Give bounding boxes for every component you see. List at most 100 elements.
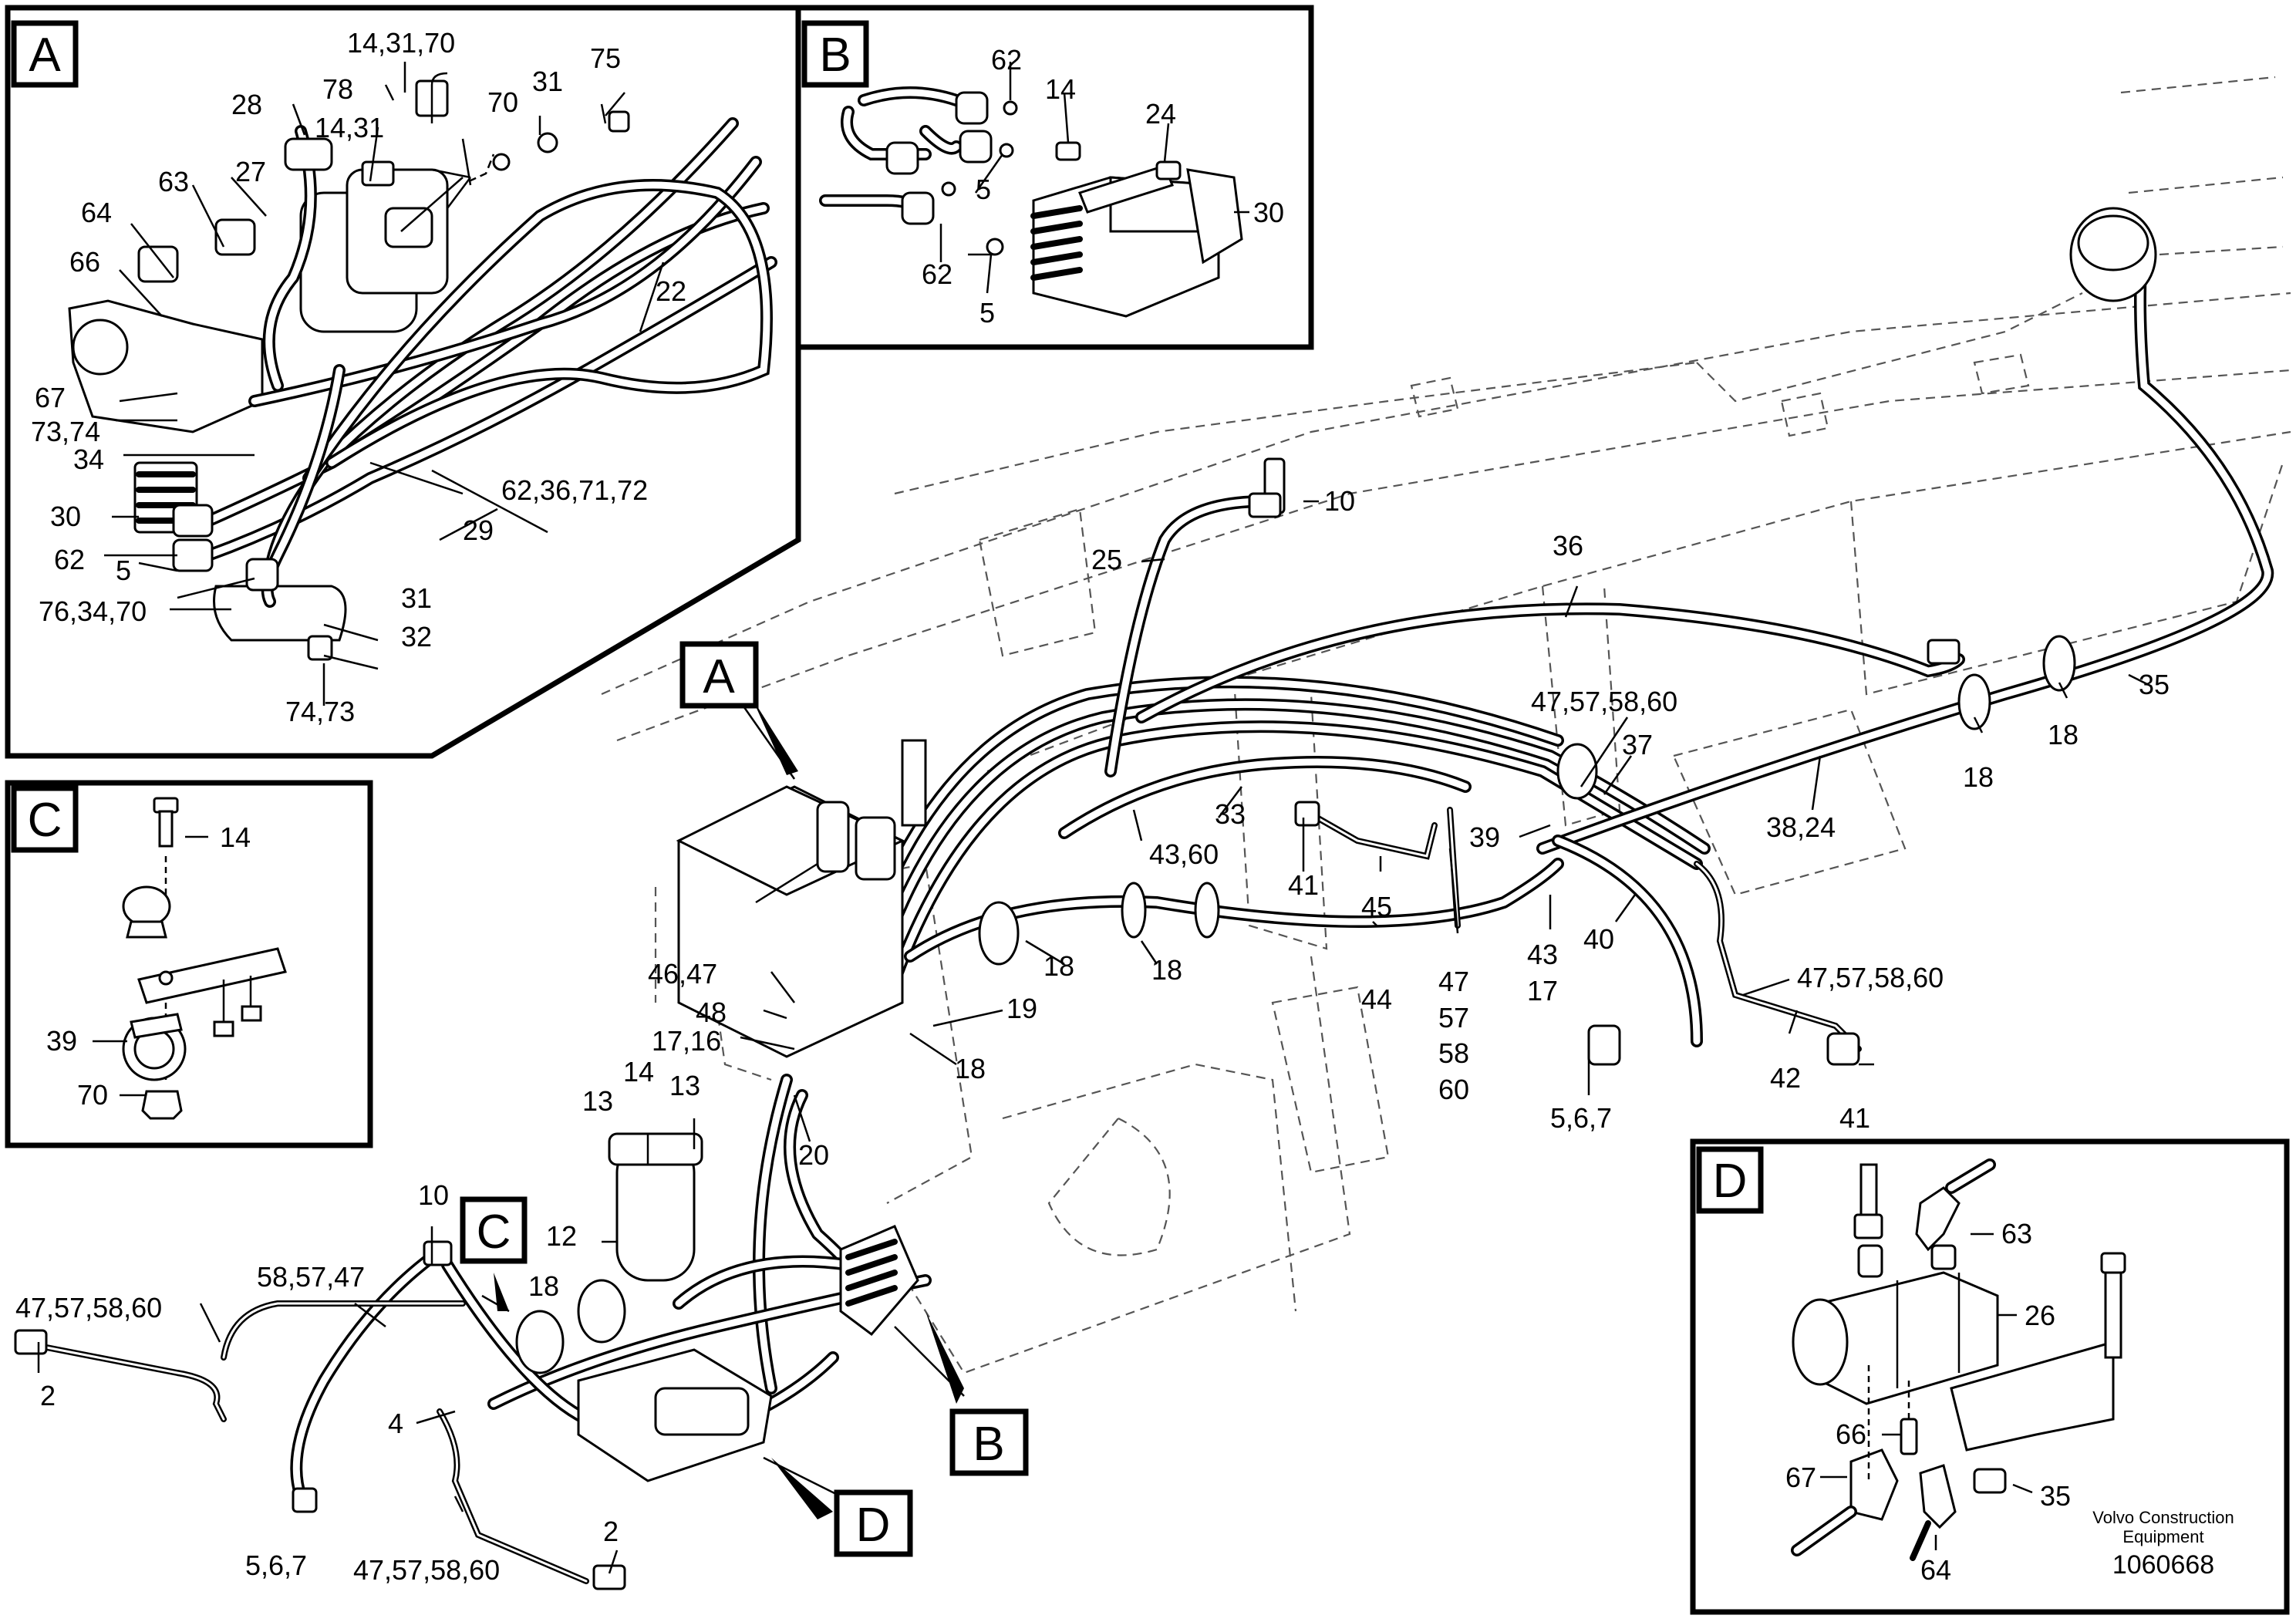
c-label-14: 14 <box>220 821 251 853</box>
label-5-6-7b: 5,6,7 <box>245 1549 307 1581</box>
detail-a-labels: 14,31,70 78 14,31 28 27 63 64 66 67 73,7… <box>31 27 686 727</box>
detail-d-title: D <box>1713 1155 1748 1208</box>
b-label-5b: 5 <box>979 297 995 329</box>
b-label-5a: 5 <box>976 174 991 205</box>
label-17a: 17 <box>1527 975 1558 1007</box>
a-label-64: 64 <box>81 197 112 228</box>
a-label-29: 29 <box>463 514 494 546</box>
label-36: 36 <box>1553 530 1583 561</box>
label-37: 37 <box>1622 729 1653 760</box>
detail-a-title: A <box>29 29 61 82</box>
a-label-67: 67 <box>35 382 66 413</box>
label-19: 19 <box>1006 993 1037 1024</box>
a-label-32: 32 <box>401 621 432 653</box>
c-label-39: 39 <box>46 1025 77 1057</box>
label-12: 12 <box>546 1220 577 1252</box>
b-label-62a: 62 <box>991 44 1022 76</box>
label-57a: 57 <box>1438 1002 1469 1034</box>
callout-d-label: D <box>856 1499 891 1552</box>
a-label-30: 30 <box>50 501 81 532</box>
label-13b: 13 <box>669 1070 700 1101</box>
a-label-14-31-70: 14,31,70 <box>347 27 455 59</box>
brand-block: Volvo Construction Equipment 1060668 <box>2092 1508 2234 1580</box>
label-58a: 58 <box>1438 1037 1469 1069</box>
label-18d: 18 <box>1151 954 1182 986</box>
label-17-16: 17,16 <box>652 1025 721 1057</box>
d-label-66: 66 <box>1836 1418 1866 1450</box>
label-47-57-58-60a: 47,57,58,60 <box>1531 686 1677 717</box>
callout-b-label: B <box>973 1418 1004 1471</box>
d-label-67: 67 <box>1785 1462 1816 1493</box>
label-42: 42 <box>1770 1062 1801 1094</box>
b-label-24: 24 <box>1145 98 1176 130</box>
label-33: 33 <box>1215 798 1246 830</box>
b-label-30: 30 <box>1253 197 1284 228</box>
a-label-5: 5 <box>116 555 131 586</box>
label-60a: 60 <box>1438 1074 1469 1105</box>
brand-line-2: Equipment <box>2122 1527 2203 1546</box>
d-label-26: 26 <box>2025 1300 2055 1331</box>
detail-b-frame: B <box>795 5 1314 350</box>
a-label-75: 75 <box>590 42 621 74</box>
label-18f: 18 <box>528 1270 559 1302</box>
label-38-24: 38,24 <box>1766 811 1836 843</box>
label-47a: 47 <box>1438 966 1469 997</box>
pipes <box>35 807 1862 1584</box>
label-5-6-7a: 5,6,7 <box>1550 1102 1612 1134</box>
detail-b-title: B <box>819 29 851 82</box>
label-35: 35 <box>2139 669 2170 700</box>
main-leaders <box>37 500 2153 1574</box>
label-2b: 2 <box>603 1516 619 1547</box>
d-label-64: 64 <box>1920 1554 1951 1586</box>
a-label-74-73: 74,73 <box>285 696 355 727</box>
label-2a: 2 <box>40 1380 56 1411</box>
label-10b: 10 <box>418 1179 449 1211</box>
a-label-66: 66 <box>69 246 100 278</box>
a-label-73-74: 73,74 <box>31 416 100 447</box>
drawing-number: 1060668 <box>2112 1550 2214 1580</box>
detail-c-frame: C <box>5 780 373 1148</box>
label-25: 25 <box>1091 544 1122 575</box>
callout-d-main: D <box>834 1489 913 1557</box>
label-18c: 18 <box>1043 950 1074 982</box>
label-44: 44 <box>1361 983 1392 1015</box>
filter-12 <box>608 1132 703 1282</box>
callout-a-main: A <box>679 641 759 709</box>
a-label-63: 63 <box>158 166 189 197</box>
label-40: 40 <box>1583 923 1614 955</box>
a-label-31b: 31 <box>532 66 563 97</box>
a-label-76-34-70: 76,34,70 <box>39 595 147 627</box>
label-43: 43 <box>1527 939 1558 970</box>
label-41b: 41 <box>1839 1102 1870 1134</box>
label-58-57-47: 58,57,47 <box>257 1261 365 1293</box>
label-43-60: 43,60 <box>1149 838 1219 870</box>
valve-block-a <box>676 739 927 1058</box>
label-18a: 18 <box>1963 761 1994 793</box>
label-18e: 18 <box>955 1053 986 1084</box>
pump-d <box>577 1348 773 1482</box>
label-45: 45 <box>1361 891 1392 922</box>
cooler-b <box>839 1225 919 1337</box>
a-label-62: 62 <box>54 544 85 575</box>
a-label-22: 22 <box>656 275 686 307</box>
a-label-62-36-71-72: 62,36,71,72 <box>501 474 648 506</box>
label-46-47: 46,47 <box>648 958 717 990</box>
detail-d-labels: 63 26 66 67 35 64 <box>1785 1218 2071 1586</box>
label-10: 10 <box>1324 485 1355 517</box>
brand-line-1: Volvo Construction <box>2092 1508 2234 1527</box>
a-label-34: 34 <box>73 443 104 475</box>
label-39: 39 <box>1469 821 1500 853</box>
main-labels: 10 25 36 35 18 18 47,57,58,60 37 38,24 3… <box>15 485 2170 1586</box>
d-label-35: 35 <box>2040 1480 2071 1512</box>
detail-b-labels: 62 14 24 5 30 62 5 <box>922 44 1284 329</box>
d-label-63: 63 <box>2001 1218 2032 1249</box>
a-label-78: 78 <box>322 73 353 105</box>
label-47-57-58-60c: 47,57,58,60 <box>15 1292 162 1324</box>
c-label-70: 70 <box>77 1079 108 1111</box>
label-48: 48 <box>696 996 727 1028</box>
label-20: 20 <box>798 1139 829 1171</box>
machine-frame-outline <box>601 76 2291 1374</box>
callout-c-main: C <box>460 1196 528 1264</box>
a-label-31: 31 <box>401 582 432 614</box>
